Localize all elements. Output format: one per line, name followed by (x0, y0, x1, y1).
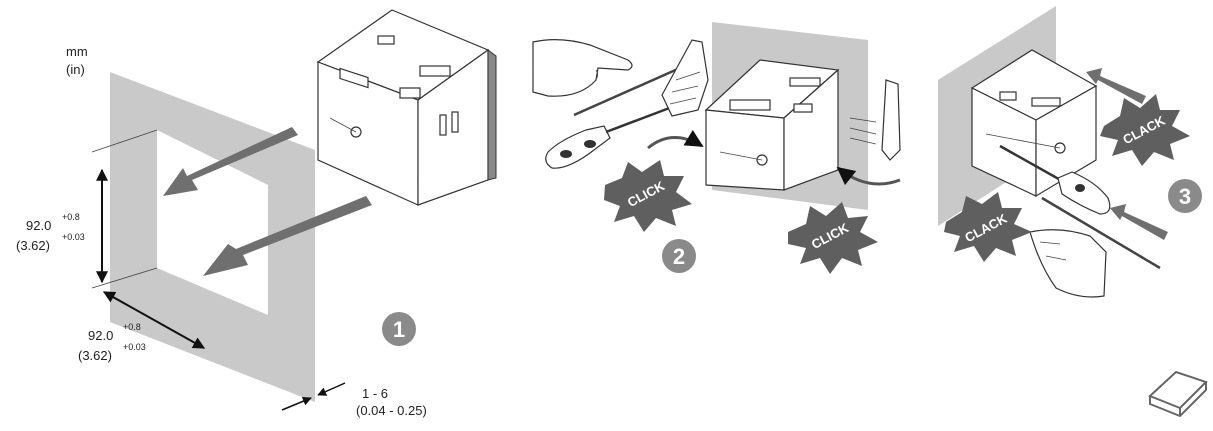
height-value-in: (3.62) (16, 238, 50, 253)
guide-line (573, 66, 681, 117)
meter-device-step-3 (970, 49, 1098, 198)
mounting-clip-left (661, 39, 709, 117)
width-dimension-line (102, 291, 206, 349)
click-burst-right: CLICK (788, 202, 878, 274)
thickness-arrow-right (317, 382, 346, 396)
step-1-number: 1 (393, 317, 405, 342)
width-value-in: (3.62) (78, 348, 112, 363)
clack-burst-bottom: CLACK (944, 192, 1032, 262)
hand-icon (532, 39, 633, 97)
height-tolerance-in: +0.03 (62, 232, 85, 242)
step-2-badge: 2 (662, 239, 696, 273)
height-ext-top (91, 129, 158, 153)
screwdriver-icon (999, 144, 1111, 215)
guide-line-step-3 (1041, 196, 1161, 270)
mounting-clip-right (849, 79, 901, 161)
width-value: 92.0 (88, 328, 113, 343)
step-3-panel-lock: CLACK CLACK 3 (938, 6, 1202, 298)
step-1-panel-cutout: mm (in) 92.0 +0.8 (3.62) +0.03 92.0 +0.8… (16, 9, 497, 418)
thickness-in: (0.04 - 0.25) (356, 403, 427, 418)
click-burst-left: CLICK (604, 160, 692, 232)
width-tolerance-in: +0.03 (123, 342, 146, 352)
step-2-number: 2 (673, 244, 685, 269)
step-3-badge: 3 (1168, 179, 1202, 213)
height-value: 92.0 (26, 218, 51, 233)
unit-in-label: (in) (66, 62, 85, 77)
unit-mm-label: mm (66, 44, 88, 59)
rotate-arrow-right (836, 166, 901, 186)
push-arrow-top (1086, 68, 1146, 104)
insert-arrow-lower (203, 196, 372, 276)
insert-arrow-upper (163, 127, 298, 196)
height-ext-bottom (91, 267, 158, 289)
step-3-number: 3 (1179, 184, 1191, 209)
thickness-arrow-left (281, 396, 312, 411)
rotate-arrow-left (647, 129, 704, 150)
clack-burst-top: CLACK (1100, 94, 1190, 166)
meter-device (316, 9, 497, 206)
thickness-mm: 1 - 6 (362, 386, 388, 401)
height-tolerance-mm: +0.8 (62, 212, 80, 222)
book-icon (1148, 370, 1208, 418)
hand-icon (1029, 229, 1107, 298)
width-tolerance-mm: +0.8 (123, 322, 141, 332)
push-arrow-bottom (1110, 204, 1168, 240)
step-2-clip-attach: CLICK CLICK 2 (532, 22, 901, 274)
screwdriver-icon (545, 102, 681, 169)
step-1-badge: 1 (382, 312, 416, 346)
